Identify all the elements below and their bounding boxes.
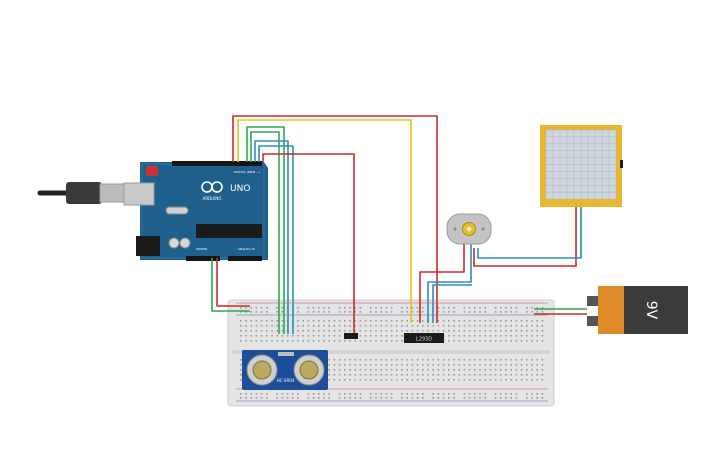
- arduino-digital-header: DIGITAL (PWM ~): [234, 170, 260, 174]
- display-grid: [545, 129, 617, 200]
- wires: [211, 115, 587, 334]
- l293d-driver-ic[interactable]: L293D: [404, 333, 444, 343]
- arduino-analog-header: ANALOG IN: [238, 247, 255, 251]
- arduino-logo-icon: [201, 181, 223, 193]
- usb-cable: [37, 182, 127, 204]
- arduino-brand: ARDUINO: [203, 196, 222, 201]
- arduino-uno[interactable]: ARDUINO UNO DIGITAL (PWM ~) POWER ANALOG…: [123, 161, 268, 261]
- graph-display[interactable]: [540, 125, 623, 207]
- battery-label: 9V: [643, 301, 659, 320]
- transistor[interactable]: [344, 333, 358, 339]
- battery-9v[interactable]: 9V: [587, 286, 688, 334]
- ultrasonic-sensor[interactable]: HC-SR04: [242, 350, 328, 390]
- dc-motor[interactable]: [446, 213, 492, 245]
- arduino-power-header: POWER: [196, 247, 207, 251]
- sensor-label: HC-SR04: [277, 378, 295, 383]
- ic-label: L293D: [416, 337, 432, 343]
- arduino-model: UNO: [230, 184, 250, 194]
